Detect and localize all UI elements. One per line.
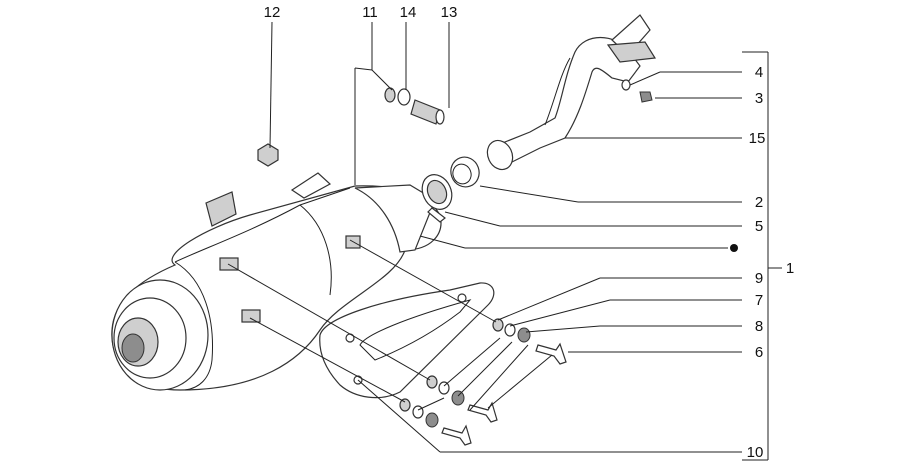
label-11: 11	[362, 4, 378, 21]
muffler	[111, 172, 442, 391]
reference-dot	[730, 244, 738, 252]
label-4: 4	[755, 64, 763, 81]
exhaust-pipe	[486, 14, 657, 171]
label-2: 2	[755, 194, 763, 211]
label-8: 8	[755, 318, 763, 335]
label-13: 13	[441, 4, 458, 21]
label-3: 3	[755, 90, 763, 107]
label-1: 1	[786, 260, 794, 277]
clamp	[421, 174, 453, 223]
label-6: 6	[755, 344, 763, 361]
hardware	[257, 79, 653, 446]
leader-lines	[227, 21, 782, 461]
label-7: 7	[755, 292, 763, 309]
gasket-ring	[450, 156, 480, 188]
part-labels: 12 11 14 13 4 3 15 2 5 1 9 7 8 6 10	[264, 4, 795, 461]
label-5: 5	[755, 218, 763, 235]
label-10: 10	[747, 444, 764, 461]
label-9: 9	[755, 270, 763, 287]
label-12: 12	[264, 4, 281, 21]
label-14: 14	[400, 4, 417, 21]
label-15: 15	[749, 130, 766, 147]
heat-shield	[319, 282, 495, 399]
